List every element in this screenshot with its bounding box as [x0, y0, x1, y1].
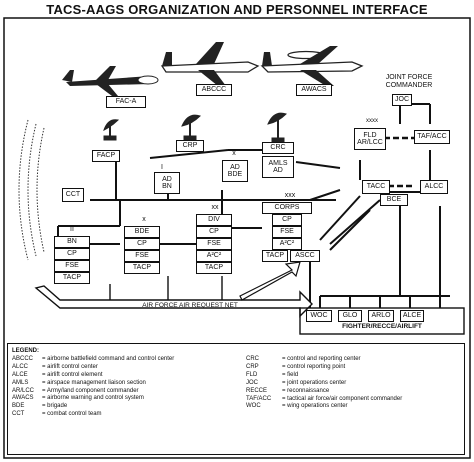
legend-box: LEGEND: ABCCC = airborne battlefield comm… [7, 343, 465, 455]
legend-abbr: ABCCC [12, 355, 34, 362]
legend-def: = control and reporting center [282, 356, 361, 362]
woc-box[interactable]: WOC [306, 310, 332, 322]
facp-radar-icon [103, 119, 120, 141]
legend-def: = airlift control element [42, 371, 103, 378]
awacs-aircraft-icon [260, 46, 364, 86]
bde-tacp-box[interactable]: TACP [124, 262, 160, 274]
div-tacp-box[interactable]: TACP [196, 262, 232, 274]
div-box[interactable]: DIV [196, 214, 232, 226]
faca-aircraft-icon [62, 66, 159, 96]
amls-ad-box[interactable]: AMLS AD [262, 156, 294, 178]
outer-border [3, 17, 471, 459]
arlo-box[interactable]: ARLO [368, 310, 394, 322]
cct-box[interactable]: CCT [62, 188, 84, 202]
wing-group-border [299, 307, 465, 335]
abccc-label[interactable]: ABCCC [196, 84, 232, 96]
legend-def: = brigade [42, 403, 68, 410]
radio-waves-icon [18, 119, 45, 261]
diagram-title: TACS-AAGS ORGANIZATION AND PERSONNEL INT… [46, 2, 428, 17]
legend-def: = field [282, 371, 299, 378]
x-mark-bde: x [142, 216, 146, 223]
corps-a2c2-box[interactable]: A²C² [272, 238, 302, 250]
bn-cp-box[interactable]: CP [54, 248, 90, 260]
legend-def: = tactical air force/air component comma… [282, 395, 403, 402]
legend-abbr: CRC [246, 356, 259, 362]
awacs-label[interactable]: AWACS [296, 84, 332, 96]
legend-abbr: AWACS [12, 395, 34, 402]
corps-box[interactable]: CORPS [262, 202, 312, 214]
legend-def: = wing operations center [282, 403, 348, 410]
legend-abbr: ALCE [12, 371, 28, 378]
bde-fse-box[interactable]: FSE [124, 250, 160, 262]
faca-label[interactable]: FAC-A [106, 96, 146, 108]
x-mark-ad: x [232, 150, 236, 157]
facp-box[interactable]: FACP [92, 150, 120, 162]
xxx-mark: xxx [284, 192, 296, 199]
legend-right-column: CRC = control and reporting center CRP = c… [246, 356, 402, 411]
bn-box[interactable]: BN [54, 236, 90, 248]
alce-box[interactable]: ALCE [400, 310, 424, 322]
ascc-box[interactable]: ASCC [290, 250, 320, 262]
bn-tacp-box[interactable]: TACP [54, 272, 90, 284]
legend-abbr: AMLS [12, 379, 29, 386]
legend-abbr: TAF/ACC [246, 395, 272, 402]
legend-def: = control reporting point [282, 363, 346, 370]
legend-abbr: RECCE [246, 387, 268, 394]
connection-lines [57, 103, 450, 308]
ad-bn-box[interactable]: AD BN [154, 172, 180, 194]
legend-abbr: BDE [12, 403, 25, 410]
wing-caption: FIGHTER/RECCE/AIRLIFT [342, 323, 422, 330]
div-fse-box[interactable]: FSE [196, 238, 232, 250]
dashed-links [370, 136, 414, 188]
legend-abbr: ALCC [12, 363, 29, 370]
xx-mark: xx [211, 204, 219, 211]
legend-abbr: AR/LCC [12, 387, 35, 394]
fld-arlcc-box[interactable]: FLD AR/LCC [354, 128, 386, 150]
legend-def: = airspace management liaison section [42, 379, 146, 386]
div-a2c2-box[interactable]: A²C² [196, 250, 232, 262]
div-cp-box[interactable]: CP [196, 226, 232, 238]
air-request-net-arrow [34, 285, 313, 318]
abccc-aircraft-icon [160, 42, 260, 86]
legend-abbr: CCT [12, 411, 25, 418]
air-request-net-label: AIR FORCE AIR REQUEST NET [142, 302, 238, 309]
corps-tacp-box[interactable]: TACP [262, 250, 288, 262]
legend-def: = Army/land component commander [42, 387, 139, 394]
bde-cp-box[interactable]: CP [124, 238, 160, 250]
legend-def: = reconnaissance [282, 387, 330, 394]
crc-box[interactable]: CRC [262, 142, 294, 154]
joc-box[interactable]: JOC [392, 94, 412, 106]
bn-fse-box[interactable]: FSE [54, 260, 90, 272]
bce-box[interactable]: BCE [380, 194, 408, 206]
taf-acc-box[interactable]: TAF/ACC [414, 130, 450, 144]
xxxx-mark: xxxx [366, 118, 378, 124]
ad-bde-box[interactable]: AD BDE [222, 160, 248, 182]
legend-def: = airborne warning and control system [42, 395, 144, 402]
alcc-box[interactable]: ALCC [420, 180, 448, 194]
i-mark: I [161, 164, 163, 171]
corps-cp-box[interactable]: CP [272, 214, 302, 226]
legend-abbr: WOC [246, 403, 261, 410]
legend-def: = combat control team [42, 411, 102, 418]
net-return-arrow [239, 261, 301, 301]
legend-abbr: FLD [246, 371, 258, 378]
legend-abbr: JOC [246, 379, 258, 386]
corps-fse-box[interactable]: FSE [272, 226, 302, 238]
tacc-box[interactable]: TACC [362, 180, 390, 194]
crc-radar-icon [267, 112, 287, 143]
legend-def: = joint operations center [282, 379, 347, 386]
ii-mark: II [70, 226, 74, 233]
crp-box[interactable]: CRP [176, 140, 204, 152]
bde-box[interactable]: BDE [124, 226, 160, 238]
legend-def: = airlift control center [42, 363, 98, 370]
crp-radar-icon [181, 114, 201, 141]
jfc-heading: JOINT FORCE COMMANDER [385, 74, 433, 89]
legend-abbr: CRP [246, 363, 259, 370]
legend-def: = airborne battlefield command and contr… [42, 355, 175, 362]
legend-left-column: LEGEND: ABCCC = airborne battlefield comm… [12, 348, 174, 419]
glo-box[interactable]: GLO [338, 310, 362, 322]
legend-header: LEGEND: [12, 348, 39, 354]
